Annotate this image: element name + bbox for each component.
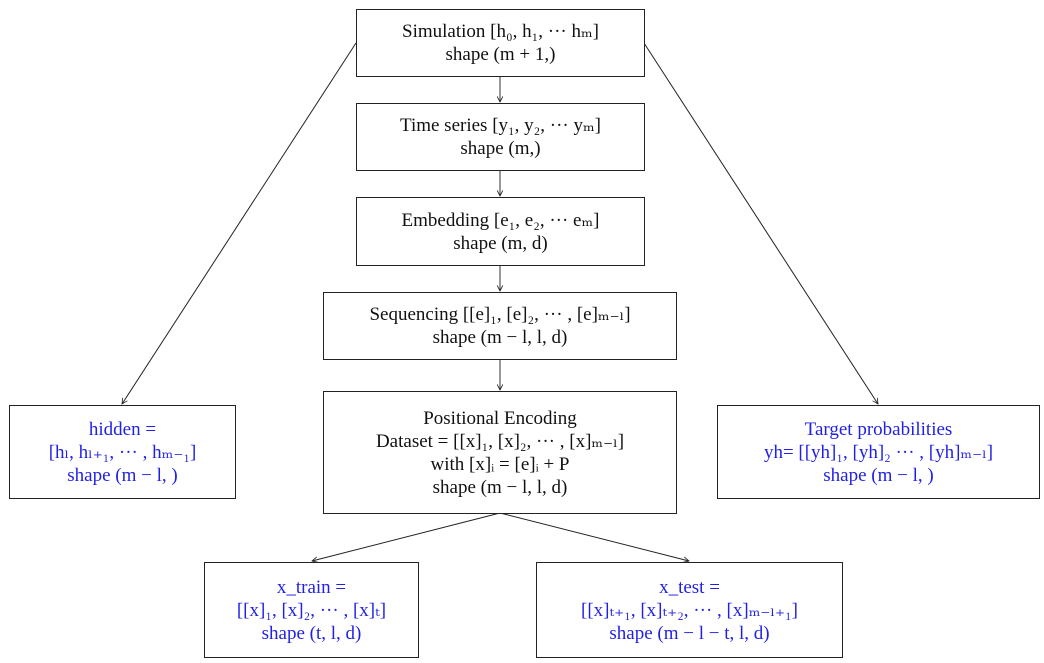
node-x-test-title: x_test = (659, 576, 720, 598)
node-positional-encoding-title: Positional Encoding (423, 407, 577, 429)
node-sequencing: Sequencing [[e]₁, [e]₂, ··· , [e]ₘ₋ₗ] sh… (323, 292, 677, 360)
edge-simulation-to-target-probabilities (643, 42, 878, 404)
node-target-probabilities: Target probabilities yh= [[yh]₁, [yh]₂ ·… (717, 405, 1040, 499)
node-x-train: x_train = [[x]₁, [x]₂, ··· , [x]ₜ] shape… (204, 562, 419, 658)
node-positional-encoding: Positional Encoding Dataset = [[x]₁, [x]… (323, 391, 677, 514)
node-time-series-shape: shape (m,) (460, 138, 541, 159)
node-hidden-title: hidden = (88, 418, 157, 440)
node-time-series: Time series [y₁, y₂, ··· yₘ] shape (m,) (356, 103, 645, 171)
node-embedding-title: Embedding [e₁, e₂, ··· eₘ] (401, 209, 600, 231)
node-positional-encoding-shape: shape (m − l, l, d) (432, 476, 568, 498)
node-hidden-shape: shape (m − l, ) (67, 464, 178, 486)
node-hidden: hidden = [hₗ, hₗ₊₁, ··· , hₘ₋₁] shape (m… (9, 405, 236, 499)
node-positional-encoding-formula: with [x]ᵢ = [e]ᵢ + P (430, 453, 570, 475)
node-x-test-shape: shape (m − l − t, l, d) (609, 622, 770, 644)
node-target-probabilities-shape: shape (m − l, ) (823, 464, 934, 486)
edge-positional-encoding-to-x-test (499, 512, 689, 561)
node-time-series-title: Time series [y₁, y₂, ··· yₘ] (400, 115, 601, 136)
node-x-test: x_test = [[x]ₜ₊₁, [x]ₜ₊₂, ··· , [x]ₘ₋ₗ₊₁… (536, 562, 843, 658)
edge-positional-encoding-to-x-train (312, 512, 501, 561)
node-positional-encoding-dataset: Dataset = [[x]₁, [x]₂, ··· , [x]ₘ₋ₗ] (375, 430, 625, 452)
node-target-probabilities-title: Target probabilities (804, 418, 953, 440)
node-x-train-shape: shape (t, l, d) (261, 622, 362, 644)
node-embedding-shape: shape (m, d) (453, 232, 548, 254)
node-simulation: Simulation [h₀, h₁, ··· hₘ] shape (m + 1… (356, 9, 645, 77)
node-embedding: Embedding [e₁, e₂, ··· eₘ] shape (m, d) (356, 197, 645, 266)
node-sequencing-title: Sequencing [[e]₁, [e]₂, ··· , [e]ₘ₋ₗ] (369, 304, 631, 325)
node-x-train-values: [[x]₁, [x]₂, ··· , [x]ₜ] (236, 599, 387, 621)
edge-simulation-to-hidden (122, 42, 357, 404)
node-hidden-values: [hₗ, hₗ₊₁, ··· , hₘ₋₁] (48, 441, 197, 463)
node-x-test-values: [[x]ₜ₊₁, [x]ₜ₊₂, ··· , [x]ₘ₋ₗ₊₁] (581, 599, 798, 621)
node-sequencing-shape: shape (m − l, l, d) (432, 327, 568, 348)
node-x-train-title: x_train = (276, 576, 347, 598)
node-simulation-shape: shape (m + 1,) (445, 44, 556, 65)
node-simulation-title: Simulation [h₀, h₁, ··· hₘ] (402, 21, 599, 42)
node-target-probabilities-values: yh= [[yh]₁, [yh]₂ ··· , [yh]ₘ₋ₗ] (763, 441, 994, 463)
